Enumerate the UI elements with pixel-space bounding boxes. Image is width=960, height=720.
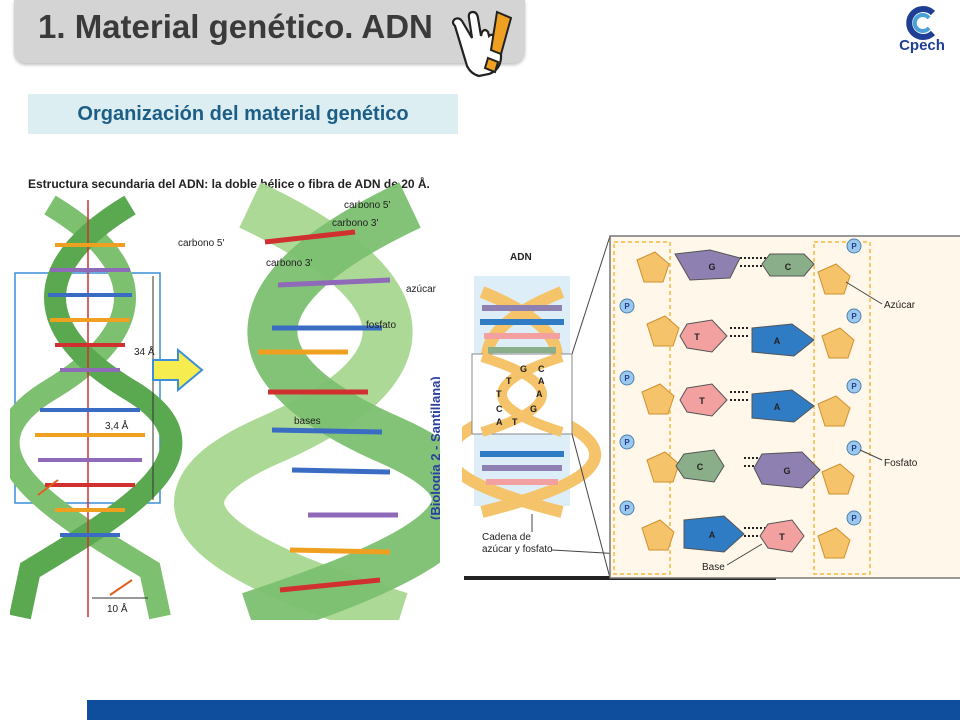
phosphate-p: P: [851, 514, 857, 523]
rise-label: 3,4 Å: [105, 419, 129, 432]
mini-base: A: [496, 417, 503, 427]
page-title: 1. Material genético. ADN: [38, 8, 433, 45]
base-letter: T: [699, 396, 705, 406]
mini-base: T: [512, 417, 518, 427]
cadena-label-line1: Cadena de: [482, 532, 531, 543]
pointing-hand-icon: [451, 10, 513, 78]
base-letter: C: [697, 462, 704, 472]
logo-text: Cpech: [899, 37, 945, 54]
base-pairing-panel: P P P P P P P P P: [609, 235, 960, 579]
phosphate-p: P: [851, 242, 857, 251]
cpech-logo: Cpech: [893, 6, 951, 60]
phosphate-p: P: [851, 382, 857, 391]
zoom-arrow-icon: [152, 347, 204, 393]
mini-helix: G C T A T A C G A T Cadena de azúcar y f…: [462, 235, 776, 580]
mini-base: A: [536, 389, 543, 399]
phosphate-p: P: [624, 504, 630, 513]
subtitle: Organización del material genético: [77, 103, 409, 125]
logo-mark-icon: [906, 6, 936, 40]
base-letter: C: [785, 262, 792, 272]
mini-base: C: [496, 404, 503, 414]
bases-label: bases: [294, 416, 321, 427]
base-letter: A: [774, 336, 781, 346]
title-bar: 1. Material genético. ADN: [14, 0, 525, 63]
source-credit: (Biología 2 - Santillana): [428, 376, 440, 520]
base-letter: T: [779, 532, 785, 542]
azucar-label: azúcar: [406, 284, 437, 295]
mini-base: T: [506, 376, 512, 386]
mini-base: A: [538, 376, 545, 386]
figure-caption: Estructura secundaria del ADN: la doble …: [28, 176, 430, 191]
carbono3-left-label: carbono 3': [266, 258, 312, 269]
footer-bar: [87, 700, 960, 720]
carbono5-top-label: carbono 5': [344, 200, 390, 211]
small-helix: 34 Å 3,4 Å 10 Å: [10, 195, 183, 620]
phosphate-p: P: [851, 444, 857, 453]
cadena-label-line2: azúcar y fosfato: [482, 544, 553, 555]
mini-base: G: [530, 404, 537, 414]
phosphate-p: P: [624, 438, 630, 447]
base-label: Base: [702, 562, 725, 573]
carbono3-top-label: carbono 3': [332, 218, 378, 229]
fosfato-label: fosfato: [366, 320, 396, 331]
subtitle-box: Organización del material genético: [28, 94, 458, 134]
width-label: 10 Å: [107, 602, 128, 615]
phosphate-p: P: [624, 302, 630, 311]
base-letter: A: [774, 402, 781, 412]
phosphate-p: P: [851, 312, 857, 321]
enlarged-helix: carbono 5' carbono 3' carbono 5' carbono…: [174, 182, 440, 620]
dna-base-pairing-figure: ADN G C T A T A C G A T: [462, 232, 960, 584]
azucar-label-right: Azúcar: [884, 300, 916, 311]
base-letter: A: [709, 530, 716, 540]
adn-title: ADN: [510, 252, 532, 263]
base-letter: G: [783, 466, 790, 476]
base-letter: G: [708, 262, 715, 272]
mini-base: T: [496, 389, 502, 399]
mini-base: G: [520, 364, 527, 374]
mini-base: C: [538, 364, 545, 374]
phosphate-p: P: [624, 374, 630, 383]
fosfato-label-right: Fosfato: [884, 458, 918, 469]
carbono5-left-label: carbono 5': [178, 238, 224, 249]
base-letter: T: [694, 332, 700, 342]
pitch-label: 34 Å: [134, 345, 155, 358]
dna-double-helix-figure: Estructura secundaria del ADN: la doble …: [10, 170, 440, 620]
